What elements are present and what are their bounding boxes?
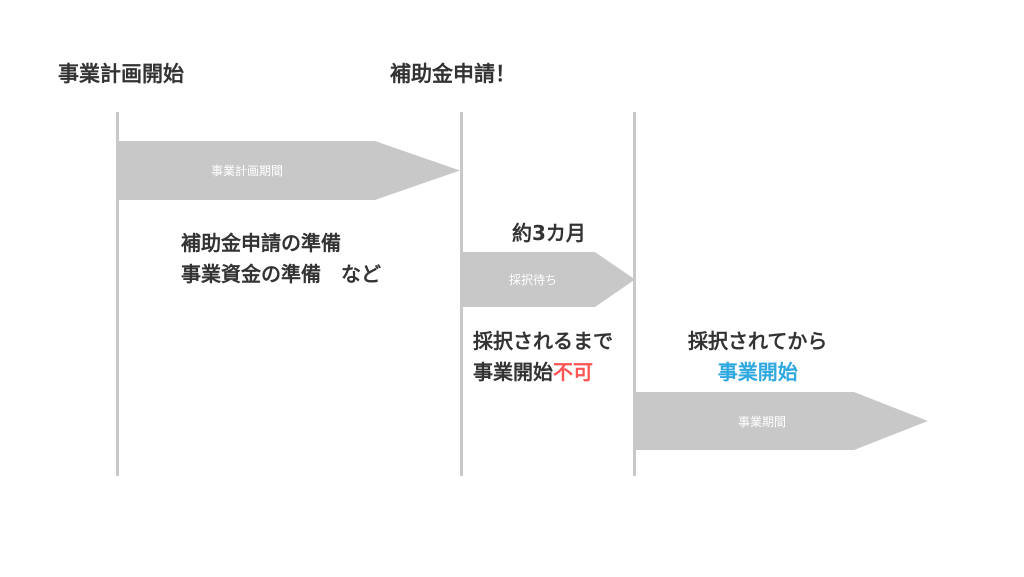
waiting-note-prefix: 事業開始	[473, 360, 553, 384]
waiting-notes: 採択されるまで 事業開始不可	[473, 326, 613, 388]
phase-label-planning: 事業計画期間	[210, 164, 283, 178]
phase-arrow-waiting: 採択待ち	[463, 252, 635, 307]
timeline-line-approval	[633, 112, 636, 476]
waiting-note-line-1: 採択されるまで	[473, 329, 613, 353]
milestone-subsidy-apply: 補助金申請！	[390, 62, 516, 86]
after-note-line-1: 採択されてから	[688, 329, 828, 353]
timeline-line-plan-start	[116, 112, 119, 476]
not-allowed-highlight: 不可	[553, 360, 593, 384]
waiting-duration: 約3カ月	[512, 221, 586, 245]
planning-note-line: 補助金申請の準備	[181, 231, 341, 255]
business-start-highlight: 事業開始	[717, 360, 798, 384]
planning-notes: 補助金申請の準備 事業資金の準備 など	[181, 228, 381, 290]
planning-note-line: 事業資金の準備 など	[181, 262, 381, 286]
phase-arrow-business: 事業期間	[636, 392, 928, 450]
timeline-line-subsidy-apply	[460, 112, 463, 476]
milestone-plan-start: 事業計画開始	[58, 62, 184, 86]
after-approval-notes: 採択されてから 事業開始	[688, 326, 827, 388]
phase-label-business: 事業期間	[737, 414, 786, 429]
phase-arrow-planning: 事業計画期間	[119, 141, 460, 200]
waiting-note-line-2: 事業開始不可	[473, 357, 613, 388]
phase-label-waiting: 採択待ち	[508, 273, 557, 287]
